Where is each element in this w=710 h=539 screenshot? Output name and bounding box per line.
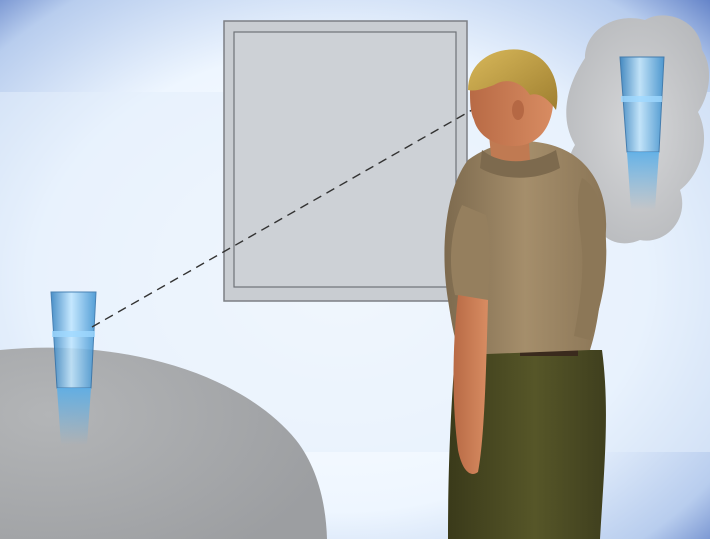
mirror: [224, 21, 467, 301]
